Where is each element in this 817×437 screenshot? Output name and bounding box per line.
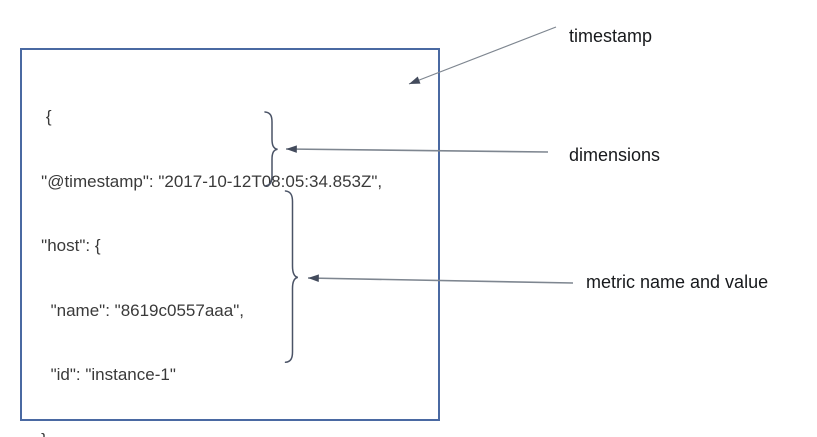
json-line-host-close: },: [27, 429, 438, 437]
json-line-open-brace: {: [27, 107, 52, 126]
json-line-host-open: "host": {: [27, 236, 101, 255]
dimensions-label: dimensions: [569, 145, 661, 165]
json-line-host-id: "id": "instance-1": [27, 365, 176, 384]
json-document-box: { "@timestamp": "2017-10-12T08:05:34.853…: [20, 48, 440, 437]
timestamp-label: timestamp: [569, 26, 653, 46]
json-line-timestamp: "@timestamp": "2017-10-12T08:05:34.853Z"…: [27, 171, 383, 191]
json-code: { "@timestamp": "2017-10-12T08:05:34.853…: [22, 63, 438, 437]
json-line-host-name: "name": "8619c0557aaa",: [27, 300, 244, 320]
metric-name-and-value-label: metric name and value: [586, 272, 769, 292]
